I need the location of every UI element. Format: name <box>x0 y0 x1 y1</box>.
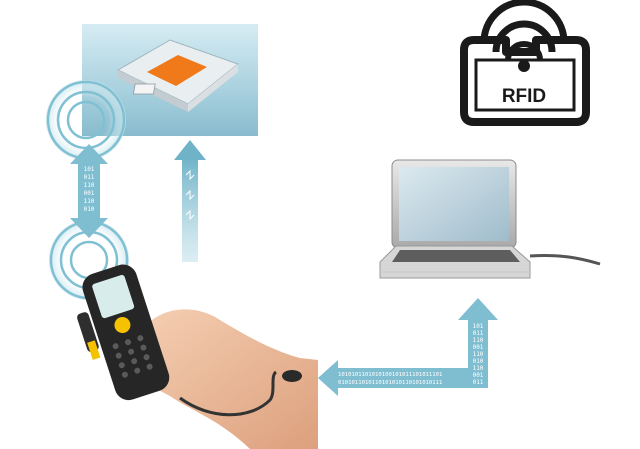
bit-group: 110 <box>473 365 484 372</box>
bit-group: 010 <box>473 358 484 365</box>
bit-group: 011 <box>473 330 484 337</box>
laptop-screen <box>399 167 509 241</box>
bit-group: 010 <box>84 206 95 213</box>
bit-group: 011 <box>473 379 484 386</box>
scanner-navigation-key <box>114 317 131 334</box>
rfid-logo: RFID <box>460 0 590 126</box>
upload-arrow <box>174 140 206 262</box>
scanner-display <box>92 274 135 319</box>
link-bits-top: 1010101101010100101011101011101 <box>338 372 442 378</box>
bit-group: 001 <box>473 344 484 351</box>
link-bits-bottom: 0101011010110101010110101010111 <box>338 380 442 386</box>
bit-group: 110 <box>473 351 484 358</box>
tag-signal-waves <box>46 80 126 160</box>
bit-group: 110 <box>84 198 95 205</box>
bit-group: 101 <box>84 166 95 173</box>
hand <box>128 309 318 449</box>
bit-group: 001 <box>84 190 95 197</box>
bit-group: 101 <box>473 323 484 330</box>
rfid-tag-icon <box>116 39 240 112</box>
bit-group: 011 <box>84 174 95 181</box>
rfid-logo-label: RFID <box>502 86 546 107</box>
rfid-tag-chip <box>147 55 207 86</box>
laptop-icon <box>379 159 601 279</box>
laptop-cable <box>529 254 601 266</box>
laptop-keyboard <box>392 250 520 262</box>
hand-with-reader <box>77 264 318 449</box>
rfid-wireless-icon <box>480 0 568 72</box>
rfid-logo-inner-card <box>474 58 576 112</box>
bit-group: 110 <box>84 182 95 189</box>
wrist-strap <box>179 370 278 417</box>
bit-group: 001 <box>473 372 484 379</box>
bit-group: 110 <box>473 337 484 344</box>
handheld-scanner-icon <box>77 264 170 401</box>
scanner-keypad <box>112 335 153 378</box>
